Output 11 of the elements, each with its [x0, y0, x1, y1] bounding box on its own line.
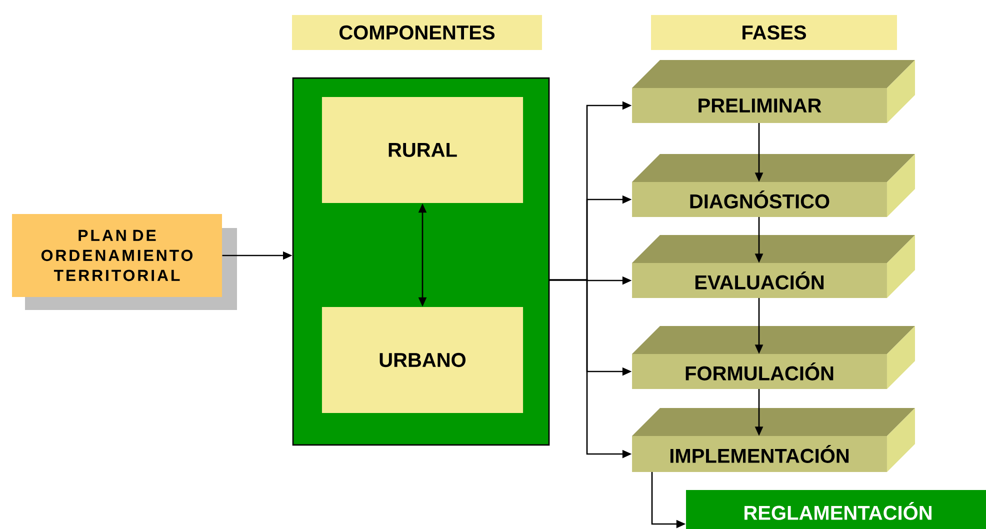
- component-box: RURAL: [322, 97, 524, 203]
- phase-block: EVALUACIÓN: [632, 235, 915, 298]
- phase-block: FORMULACIÓN: [632, 326, 915, 389]
- heading-box: FASES: [651, 15, 897, 50]
- phase-block: PRELIMINAR: [632, 60, 915, 123]
- heading-box: COMPONENTES: [292, 15, 542, 50]
- result-box: REGLAMENTACIÓN: [686, 490, 986, 529]
- phase-block: IMPLEMENTACIÓN: [632, 408, 915, 472]
- component-box: URBANO: [322, 307, 524, 413]
- phase-block: DIAGNÓSTICO: [632, 154, 915, 217]
- plan-box: PLAN DE ORDENAMIENTO TERRITORIAL: [12, 214, 237, 310]
